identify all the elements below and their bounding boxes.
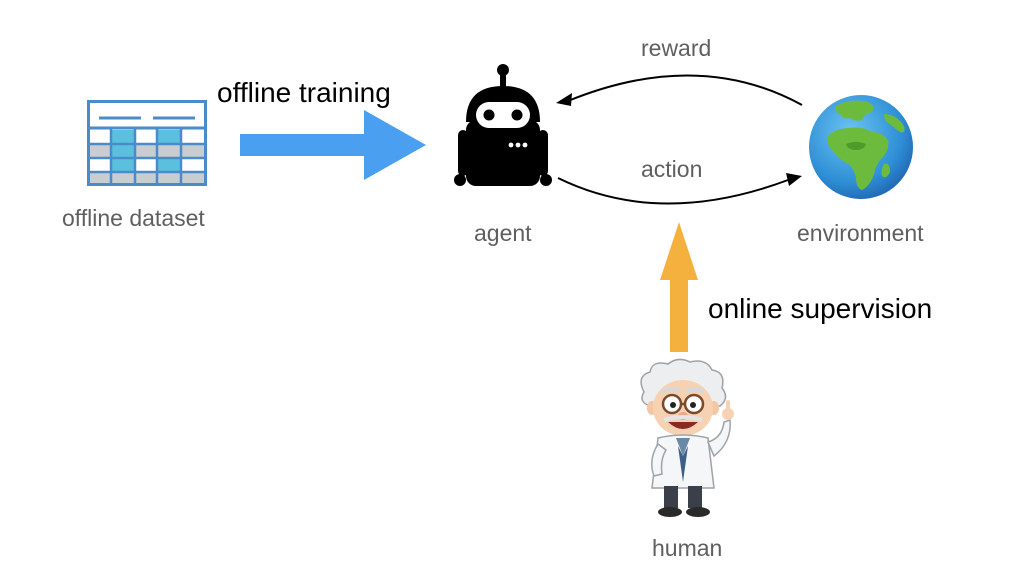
agent-label: agent: [474, 220, 532, 246]
offline-training-arrow: [240, 110, 426, 180]
online-supervision-arrow: [660, 222, 698, 352]
reward-label: reward: [641, 35, 712, 61]
spreadsheet-table-icon: [87, 100, 207, 186]
reward-arrow: [567, 74, 803, 106]
action-label: action: [641, 156, 703, 182]
environment-label: environment: [797, 220, 924, 246]
online-supervision-label: online supervision: [708, 293, 933, 324]
scientist-cartoon: [640, 358, 734, 517]
offline-training-label: offline training: [217, 77, 391, 108]
agent-environment-loop: [556, 74, 803, 205]
action-arrow: [557, 177, 789, 205]
reward-arrowhead: [556, 93, 572, 106]
robot-icon: [454, 64, 552, 186]
action-arrowhead: [786, 173, 802, 186]
globe-africa-icon: [809, 95, 913, 199]
human-label: human: [652, 535, 723, 561]
offline-dataset-label: offline dataset: [62, 205, 205, 231]
